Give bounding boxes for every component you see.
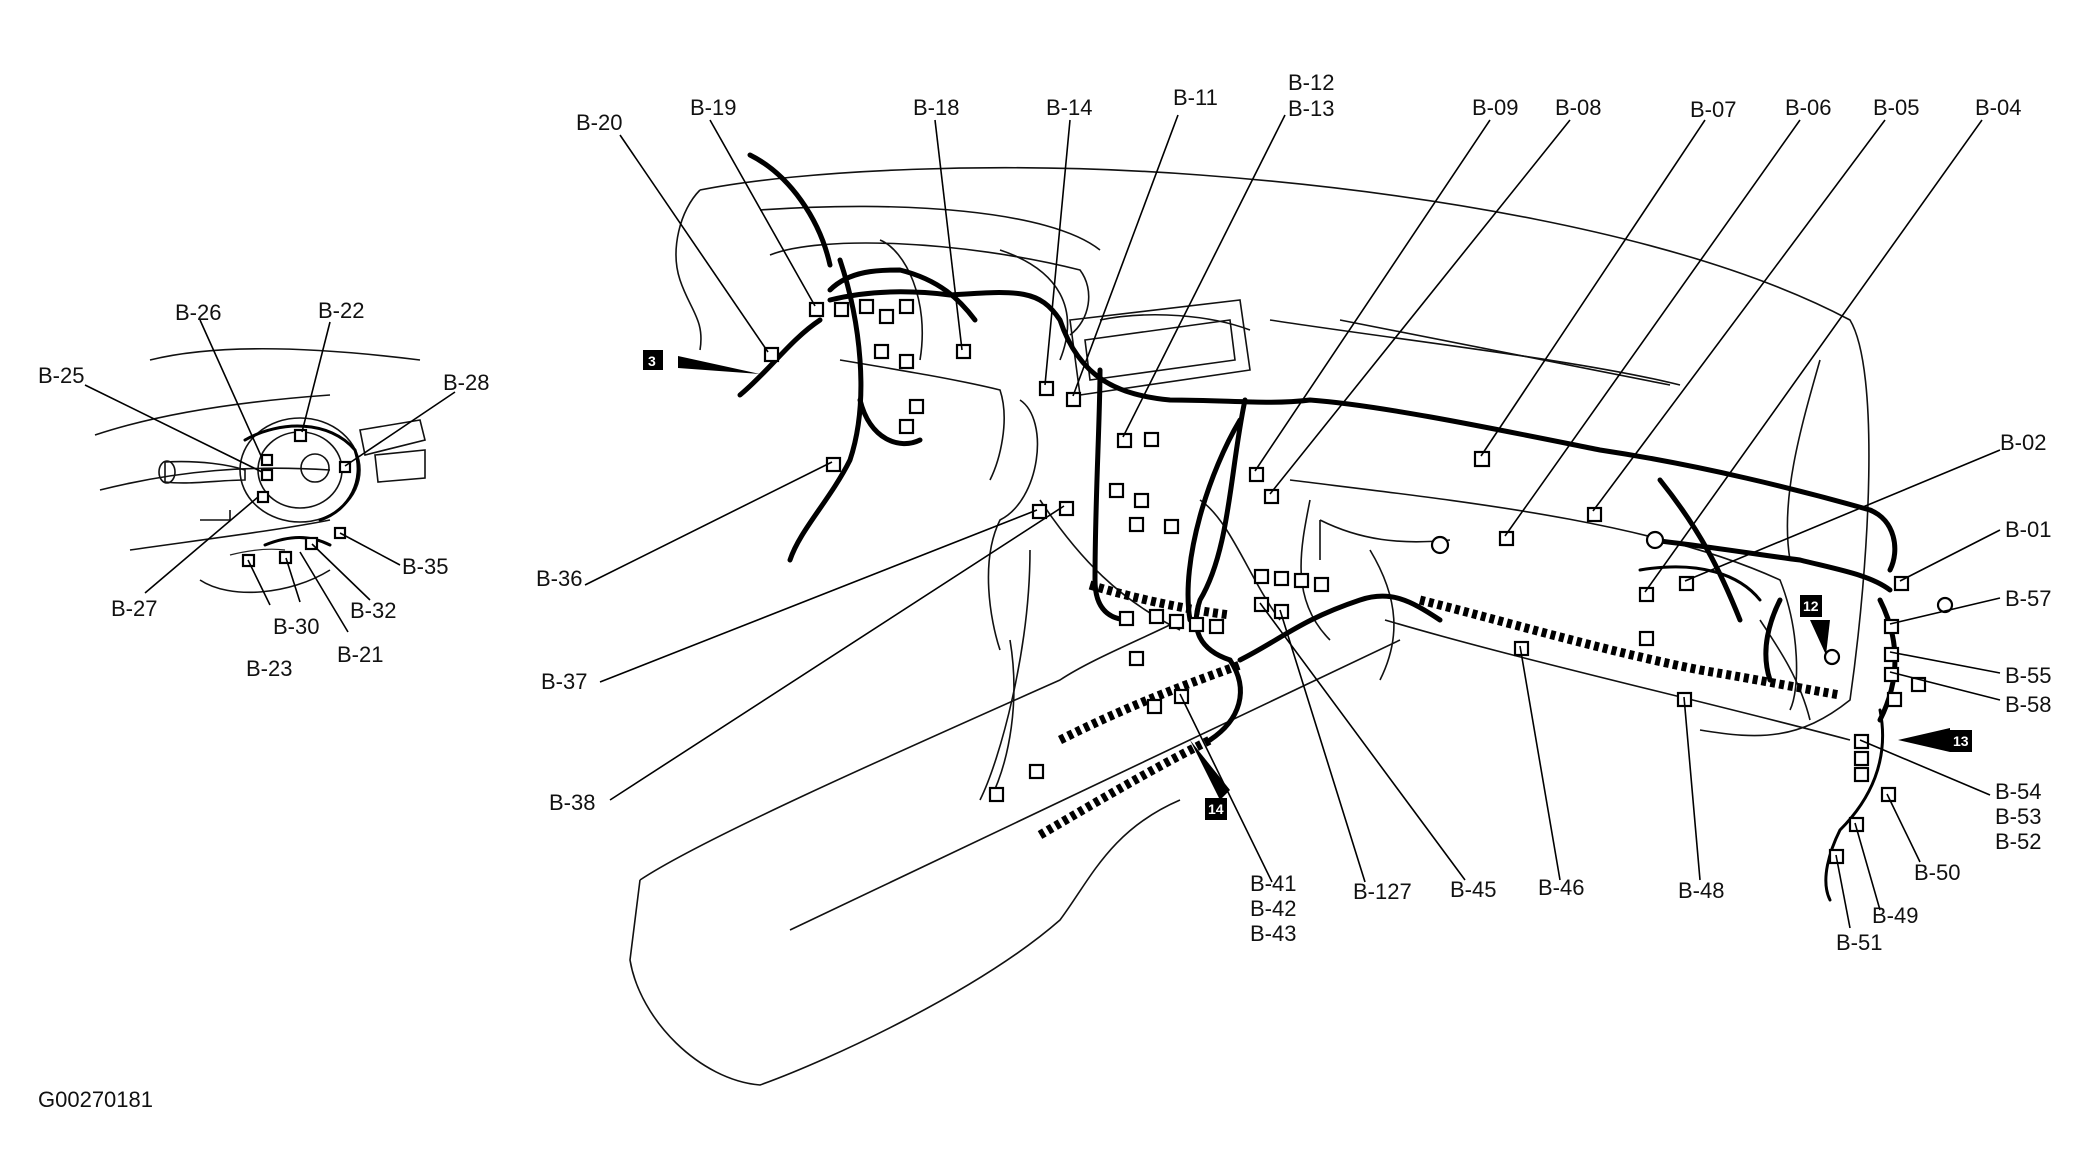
connector-b36 — [825, 456, 842, 473]
label-b32: B-32 — [350, 598, 396, 623]
label-b48: B-48 — [1678, 878, 1724, 903]
connector-b01 — [1893, 575, 1910, 592]
view-tag-14: 14 — [1190, 740, 1230, 820]
label-b58: B-58 — [2005, 692, 2051, 717]
connector-b32 — [304, 536, 319, 551]
main-leader-lines — [584, 114, 2001, 929]
connector-b14 — [1038, 380, 1055, 397]
label-b43: B-43 — [1250, 921, 1296, 946]
svg-text:3: 3 — [648, 353, 656, 369]
label-b35: B-35 — [402, 554, 448, 579]
connectors-main — [763, 298, 1954, 865]
label-b05: B-05 — [1873, 95, 1919, 120]
label-b01: B-01 — [2005, 517, 2051, 542]
connector-b52 — [1853, 766, 1870, 783]
label-b57: B-57 — [2005, 586, 2051, 611]
label-b52: B-52 — [1995, 829, 2041, 854]
connector-b50 — [1880, 786, 1897, 803]
connector-b06 — [1498, 530, 1515, 547]
label-b46: B-46 — [1538, 875, 1584, 900]
label-b09: B-09 — [1472, 95, 1518, 120]
connector-b28 — [338, 460, 352, 474]
connector-b22 — [293, 428, 308, 443]
connector-b04 — [1638, 586, 1655, 603]
view-tag-3: 3 — [643, 350, 760, 374]
label-b51: B-51 — [1836, 930, 1882, 955]
view-tag-12: 12 — [1800, 595, 1830, 655]
label-b27: B-27 — [111, 596, 157, 621]
label-b08: B-08 — [1555, 95, 1601, 120]
label-b37: B-37 — [541, 669, 587, 694]
label-b49: B-49 — [1872, 903, 1918, 928]
connector-b30 — [278, 550, 293, 565]
label-b28: B-28 — [443, 370, 489, 395]
label-b13: B-13 — [1288, 96, 1334, 121]
connector-b26 — [260, 453, 274, 467]
svg-text:12: 12 — [1803, 598, 1819, 614]
connector-b58 — [1883, 666, 1900, 683]
connector-b27 — [256, 490, 270, 504]
label-b02: B-02 — [2000, 430, 2046, 455]
label-b42: B-42 — [1250, 896, 1296, 921]
label-b19: B-19 — [690, 95, 736, 120]
label-b55: B-55 — [2005, 663, 2051, 688]
label-b30: B-30 — [273, 614, 319, 639]
connector-b55 — [1883, 646, 1900, 663]
label-b18: B-18 — [913, 95, 959, 120]
label-b26: B-26 — [175, 300, 221, 325]
connector-b13 — [1143, 431, 1160, 448]
svg-text:14: 14 — [1208, 801, 1224, 817]
label-b20: B-20 — [576, 110, 622, 135]
label-b11: B-11 — [1173, 85, 1218, 110]
connector-b07 — [1473, 450, 1491, 468]
svg-text:13: 13 — [1953, 733, 1969, 749]
main-wire-harness — [737, 152, 1898, 902]
label-b22: B-22 — [318, 298, 364, 323]
connector-b38 — [1058, 500, 1075, 517]
taped-harness-sections — [1037, 580, 1841, 839]
label-b36: B-36 — [536, 566, 582, 591]
connector-b19 — [808, 301, 825, 318]
connector-b25 — [260, 468, 274, 482]
label-b25: B-25 — [38, 363, 84, 388]
connector-b02 — [1678, 575, 1695, 592]
label-b50: B-50 — [1914, 860, 1960, 885]
label-b41: B-41 — [1250, 871, 1296, 896]
connector-b53 — [1853, 750, 1870, 767]
connector-b18 — [955, 343, 972, 360]
label-b54: B-54 — [1995, 779, 2041, 804]
label-b12: B-12 — [1288, 70, 1334, 95]
connector-b12 — [1116, 432, 1133, 449]
label-b45: B-45 — [1450, 877, 1496, 902]
label-b21: B-21 — [337, 642, 383, 667]
label-b14: B-14 — [1046, 95, 1092, 120]
view-tag-13: 13 — [1898, 728, 1972, 752]
label-b07: B-07 — [1690, 97, 1736, 122]
connector-b08 — [1263, 488, 1280, 505]
label-b06: B-06 — [1785, 95, 1831, 120]
label-b53: B-53 — [1995, 804, 2041, 829]
label-b38: B-38 — [549, 790, 595, 815]
figure-code: G00270181 — [38, 1087, 153, 1112]
inset-leader-lines — [84, 319, 456, 633]
label-b04: B-04 — [1975, 95, 2021, 120]
connector-b127 — [1273, 603, 1290, 620]
label-b127: B-127 — [1353, 879, 1412, 904]
label-b23: B-23 — [246, 656, 292, 681]
